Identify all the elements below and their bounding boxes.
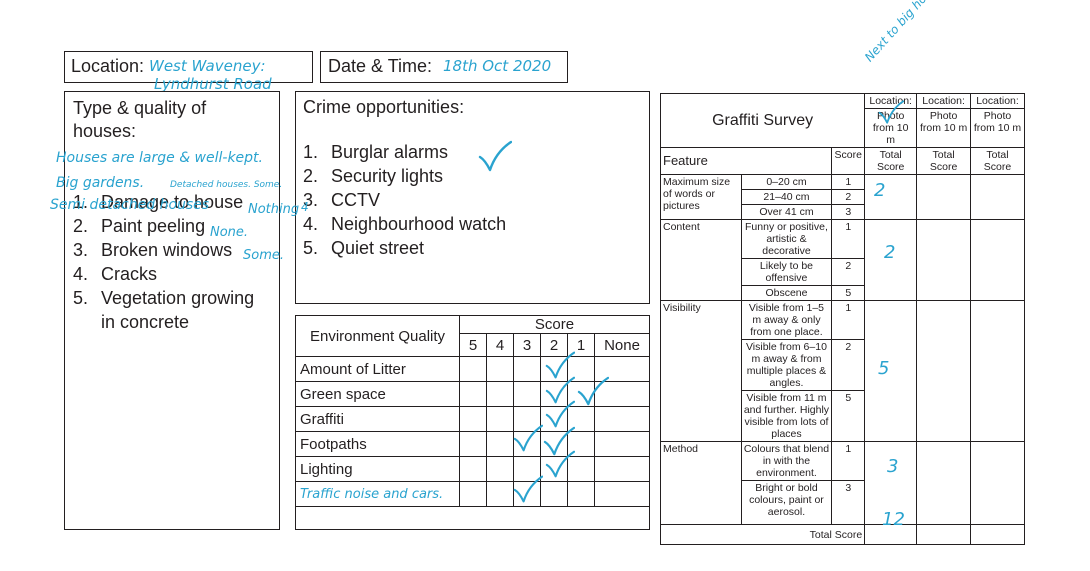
list-item: 1.Damage to house <box>73 192 244 212</box>
list-item: 4.Neighbourhood watch <box>303 214 507 234</box>
list-item: 1.Burglar alarms <box>303 142 449 162</box>
crime-title: Crime opportunities: <box>303 97 465 117</box>
score-col: 4 <box>486 333 514 357</box>
graffiti-total-content: 2 <box>884 242 896 263</box>
graffiti-total-method: 3 <box>887 456 899 477</box>
houses-note-none: None. <box>210 225 249 240</box>
tick-mark <box>513 424 543 452</box>
score-header: Score <box>459 315 650 334</box>
table-row: Total Score <box>659 524 1025 545</box>
graffiti-total-size: 2 <box>874 180 886 201</box>
graffiti-annotation: Next to big houses <box>862 0 948 65</box>
list-item: 5.Vegetation growing <box>73 288 255 308</box>
table-row: Amount of Litter <box>295 356 650 382</box>
houses-note-some: Some. <box>243 248 284 263</box>
crime-box <box>295 91 650 304</box>
table-row: Traffic noise and cars. <box>295 481 650 507</box>
houses-note-2-small: Detached houses. Some. <box>170 180 283 190</box>
crime-note-nothing: Nothing <box>248 202 300 217</box>
graffiti-total-visibility: 5 <box>878 358 890 379</box>
list-item: 3.Broken windows <box>73 240 233 260</box>
list-item: 4.Cracks <box>73 264 158 284</box>
houses-note-3: Semi detached houses <box>50 197 210 213</box>
houses-title: Type & quality of houses: <box>73 98 207 141</box>
table-row: Visible from 6–10 m away & from multiple… <box>661 339 1025 391</box>
environment-table: Environment Quality Score 5 4 3 2 1 None… <box>295 315 650 507</box>
environment-header: Environment Quality <box>295 315 460 357</box>
crime-list: 1.Burglar alarms 2.Security lights 3.CCT… <box>303 140 506 260</box>
datetime-label: Date & Time: <box>328 56 433 76</box>
list-item: 2.Paint peeling <box>73 216 206 236</box>
list-item: in concrete <box>101 312 190 332</box>
datetime-value: 18th Oct 2020 <box>443 57 552 75</box>
table-row: Visible from 11 m and further. Highly vi… <box>661 390 1025 442</box>
location-box <box>64 51 313 83</box>
score-col: 3 <box>513 333 541 357</box>
graffiti-title: Graffiti Survey <box>659 93 866 148</box>
list-item: 5.Quiet street <box>303 238 425 258</box>
table-row: Content Funny or positive, artistic & de… <box>660 219 1025 301</box>
houses-box <box>64 91 280 530</box>
tick-mark <box>545 450 575 478</box>
table-row: Graffiti <box>295 406 650 432</box>
tick-mark <box>577 376 609 406</box>
houses-list: 1.Damage to house 2.Paint peeling 3.Brok… <box>73 190 254 334</box>
houses-note-1: Houses are large & well-kept. <box>56 150 263 166</box>
total-score-label: Total Score <box>659 524 866 545</box>
list-item: 2.Security lights <box>303 166 444 186</box>
tick-mark <box>545 400 575 428</box>
tick-mark <box>878 98 904 126</box>
table-row: Green space <box>295 381 650 407</box>
score-col: None <box>594 333 650 357</box>
table-row: Maximum size of words or pictures 0–20 c… <box>660 174 1025 220</box>
crime-note-four: 4 <box>301 200 309 214</box>
datetime-box <box>320 51 568 83</box>
feature-header: Feature <box>659 147 833 175</box>
location-label: Location: <box>71 56 145 76</box>
table-row: Footpaths <box>295 431 650 457</box>
location-value: West Waveney: <box>149 57 266 75</box>
tick-mark <box>513 474 543 504</box>
score-header: Score <box>831 147 866 175</box>
table-row: Lighting <box>295 456 650 482</box>
location-value-line2: Lyndhurst Road <box>154 75 272 93</box>
table-row: Visibility Visible from 1–5 m away & onl… <box>660 300 1025 442</box>
table-row: Method Colours that blend in with the en… <box>660 441 1025 525</box>
houses-note-2: Big gardens. <box>56 175 145 191</box>
graffiti-table: Graffiti Survey Location: Location: Loca… <box>659 93 1025 545</box>
list-item: 3.CCTV <box>303 190 380 210</box>
graffiti-total-value: 12 <box>882 509 905 530</box>
tick-mark <box>478 140 512 172</box>
score-col: 5 <box>459 333 487 357</box>
